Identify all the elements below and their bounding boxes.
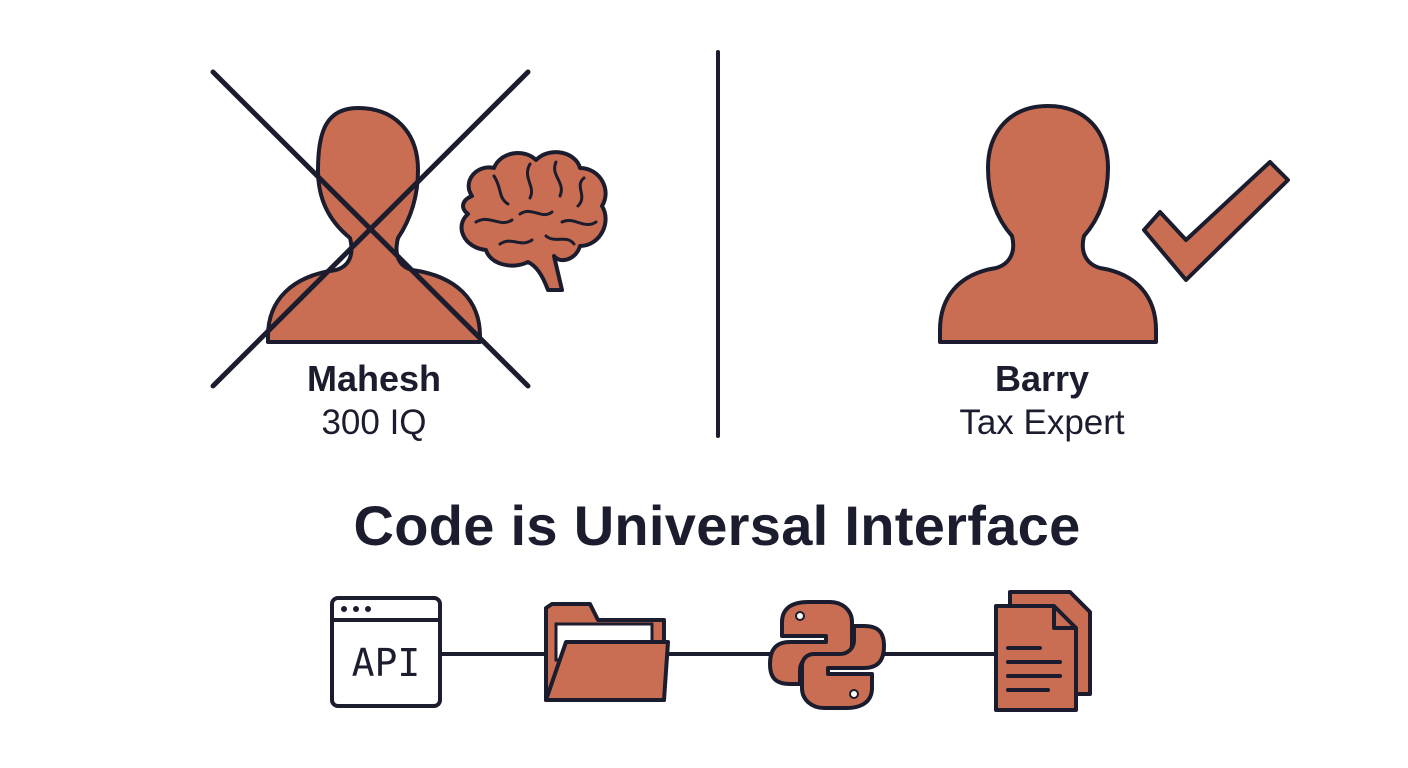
right-person-icon bbox=[938, 104, 1158, 344]
left-person-subtitle: 300 IQ bbox=[321, 403, 427, 442]
right-person-name: Barry bbox=[994, 358, 1090, 399]
brain-icon bbox=[459, 150, 608, 292]
documents-icon bbox=[994, 590, 1092, 712]
cross-out-mark bbox=[210, 69, 531, 389]
python-logo-icon bbox=[768, 600, 886, 710]
api-label: API bbox=[352, 641, 421, 685]
headline: Code is Universal Interface bbox=[353, 494, 1081, 557]
right-person-subtitle: Tax Expert bbox=[959, 403, 1125, 442]
folder-icon bbox=[544, 602, 670, 702]
api-window-icon: API bbox=[330, 596, 442, 708]
left-person-name: Mahesh bbox=[306, 358, 442, 399]
checkmark-icon bbox=[1142, 160, 1290, 282]
